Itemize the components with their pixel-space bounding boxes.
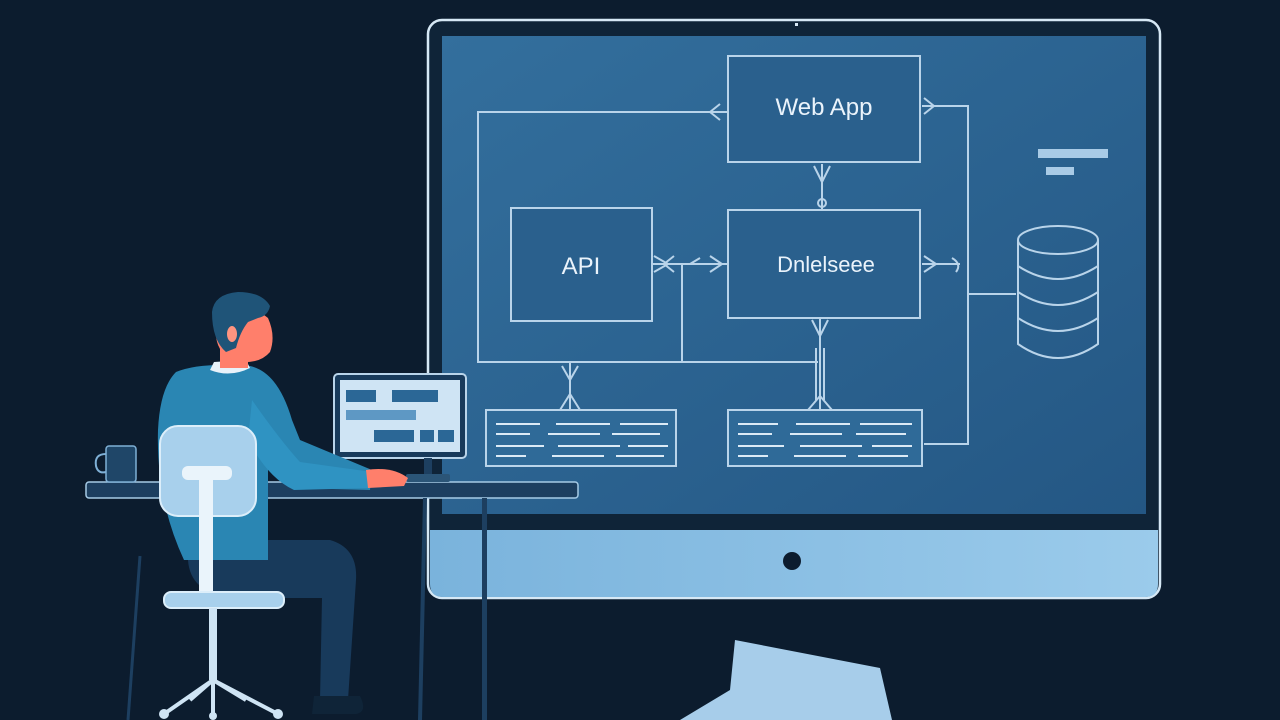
person-legs	[188, 540, 357, 700]
cardinality-mark	[813, 165, 831, 200]
cardinality-mark	[923, 97, 936, 115]
node-label-database: Dnlelseee	[777, 252, 875, 277]
camera-dot	[795, 23, 798, 26]
database-cylinder-icon	[1017, 225, 1099, 359]
connector-webapp-right	[922, 105, 969, 445]
desk-leg	[418, 497, 427, 720]
table-rows	[496, 423, 912, 457]
node-api	[510, 207, 653, 322]
chair-wheel	[159, 709, 169, 719]
chair-base	[162, 678, 279, 716]
chair-seat	[163, 591, 285, 609]
monitor-stand	[680, 640, 892, 720]
node-label-api: API	[562, 253, 601, 280]
chair-post	[199, 478, 213, 604]
connector-webapp-left	[477, 111, 818, 363]
chair-back-leg	[126, 555, 142, 720]
person-hand	[366, 469, 408, 488]
monitor-camera-dot	[783, 552, 801, 570]
cardinality-mark	[811, 319, 829, 400]
cardinality-mark	[807, 394, 833, 411]
small-monitor	[333, 373, 467, 482]
cardinality-mark	[559, 365, 581, 411]
person-ear	[227, 326, 237, 342]
table-left	[485, 409, 677, 467]
chair-wheel	[209, 712, 217, 720]
coffee-mug-icon	[94, 445, 137, 483]
person-arm	[248, 400, 372, 490]
office-chair	[126, 425, 285, 720]
screen-bar	[1038, 149, 1108, 158]
cardinality-mark	[923, 255, 960, 273]
cardinality-mark	[653, 255, 675, 273]
person-shoe	[312, 696, 364, 714]
person-hair	[212, 292, 270, 352]
node-label-web-app: Web App	[776, 94, 873, 121]
cardinality-circle	[817, 198, 827, 208]
chair-stem	[209, 608, 217, 680]
screen-bar	[1046, 167, 1074, 175]
cardinality-mark	[689, 255, 724, 273]
node-web-app	[727, 55, 921, 163]
cardinality-mark	[709, 103, 721, 121]
chair-wheel	[273, 709, 283, 719]
desk-leg	[482, 498, 487, 720]
table-right	[727, 409, 923, 467]
chair-backrest-bar	[182, 466, 232, 480]
node-database	[727, 209, 921, 319]
